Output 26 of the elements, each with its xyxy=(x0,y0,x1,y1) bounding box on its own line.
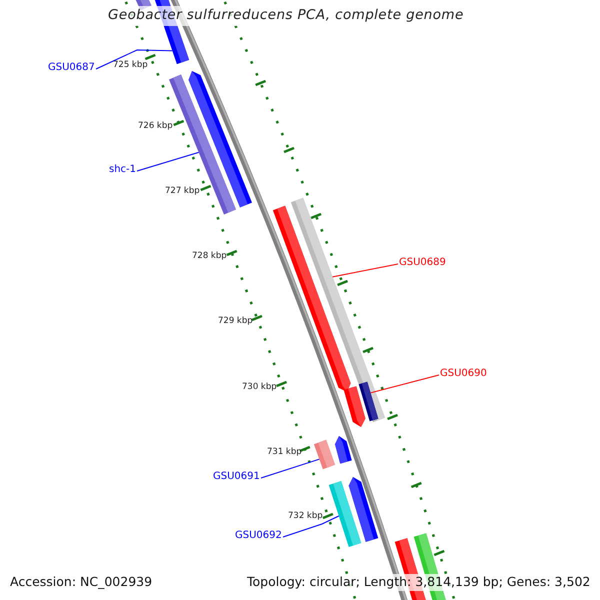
scale-label: 725 kbp xyxy=(113,61,148,70)
gene-label: GSU0689 xyxy=(399,258,446,268)
leader-line xyxy=(282,516,340,538)
leader-line xyxy=(370,374,440,394)
scale-label: 730 kbp xyxy=(242,383,277,392)
scale-label: 731 kbp xyxy=(267,448,302,456)
gene-bar xyxy=(314,440,336,470)
leader-line xyxy=(96,50,173,70)
scale-label: 728 kbp xyxy=(192,252,227,260)
leader-line xyxy=(332,264,398,278)
leader-line xyxy=(136,152,200,172)
scale-label: 727 kbp xyxy=(165,187,200,196)
gene-label: shc-1 xyxy=(109,165,136,175)
gene-label: GSU0691 xyxy=(213,472,260,482)
accession-note: Accession: NC_002939 xyxy=(8,574,154,590)
genome-summary-note: Topology: circular; Length: 3,814,139 bp; Genes: 3,502 xyxy=(245,574,592,590)
gene-bar xyxy=(348,477,378,542)
gene-bar xyxy=(344,386,366,427)
scale-label: 726 kbp xyxy=(138,122,173,130)
gene-label: GSU0690 xyxy=(440,369,487,379)
gene-bar xyxy=(335,436,352,464)
gene-label: GSU0687 xyxy=(48,63,95,73)
gene-label: GSU0692 xyxy=(235,531,282,541)
leader-line xyxy=(260,458,320,478)
scale-label: 732 kbp xyxy=(288,512,323,520)
scale-label: 729 kbp xyxy=(218,317,253,326)
